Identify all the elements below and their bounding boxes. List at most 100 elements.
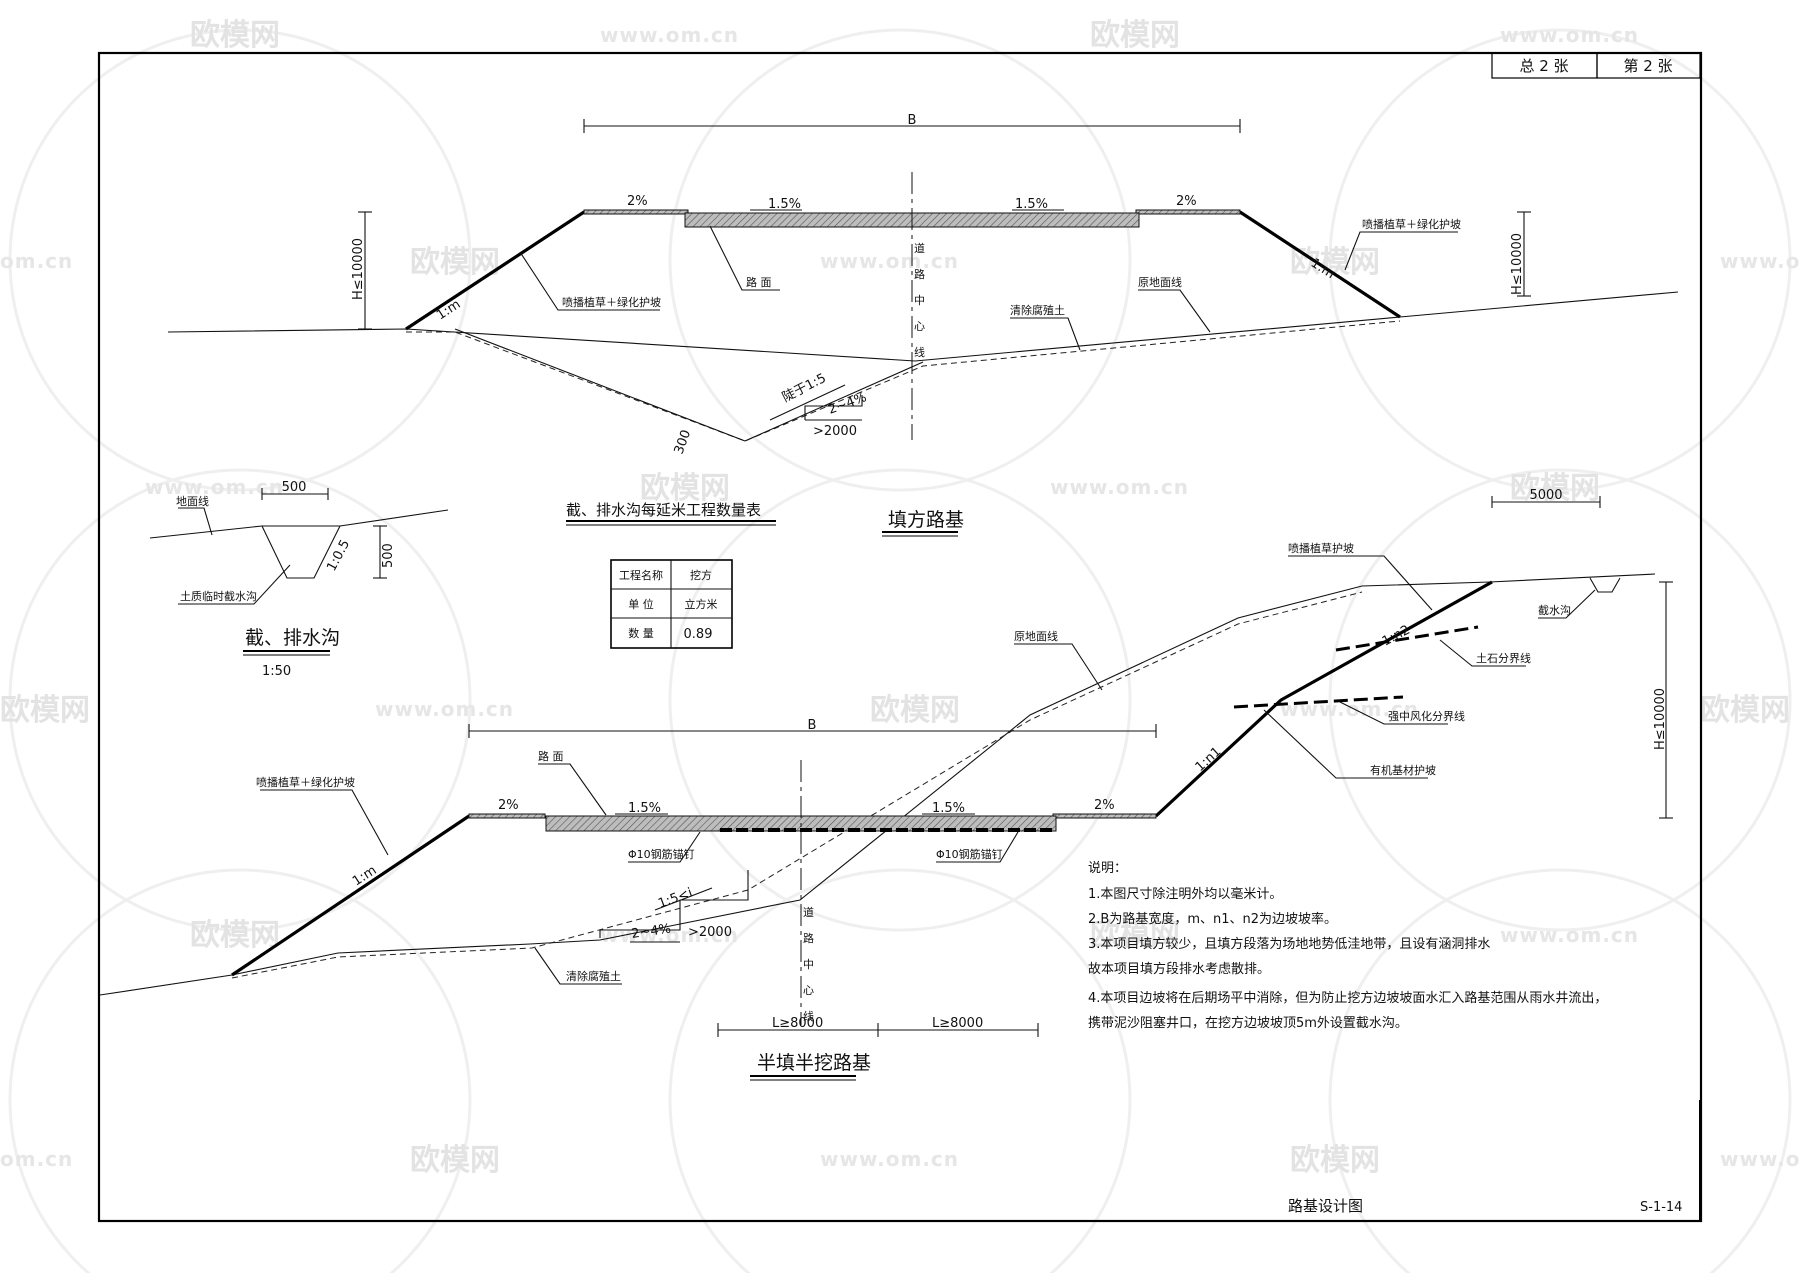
watermark-url: www.om.cn	[1050, 475, 1189, 499]
watermark-brand: 欧模网	[1290, 1143, 1380, 1178]
fill-right-lane-slope: 1.5%	[1015, 197, 1048, 212]
fill-ground-line-label: 原地面线	[1138, 275, 1182, 289]
cf-ground-line-label: 原地面线	[1014, 629, 1058, 643]
svg-text:线: 线	[803, 1009, 814, 1023]
fill-left-height: H≤10000	[351, 238, 366, 300]
cf-slope-n1: 1:n1	[1193, 744, 1225, 775]
cf-left-protection: 喷播植草＋绿化护坡	[256, 775, 355, 789]
note-line: 4.本项目边坡将在后期场平中消除，但为防止挖方边坡坡面水汇入路基范围从雨水井流出…	[1088, 990, 1607, 1006]
cf-length-right: L≥8000	[932, 1016, 983, 1031]
cf-left-shoulder-slope: 2%	[498, 798, 519, 813]
svg-text:道: 道	[914, 241, 925, 255]
watermark-brand: 欧模网	[1700, 693, 1790, 728]
note-line: 故本项目填方段排水考虑散排。	[1088, 961, 1270, 977]
cf-anchor-left: Φ10钢筋锚钉	[628, 847, 695, 861]
watermark-brand: 欧模网	[1090, 18, 1180, 53]
note-line: 携带泥沙阻塞井口，在挖方边坡坡顶5m外设置截水沟。	[1088, 1015, 1408, 1031]
svg-text:路: 路	[914, 268, 925, 281]
watermark-layer: 欧模网 欧模网 欧模网 欧模网 欧模网 欧模网 欧模网 欧模网 欧模网 欧模网 …	[0, 18, 1800, 1273]
cf-right-shoulder-slope: 2%	[1094, 798, 1115, 813]
fill-left-protection: 喷播植草＋绿化护坡	[562, 295, 661, 309]
watermark-brand: 欧模网	[0, 693, 90, 728]
svg-text:路: 路	[803, 932, 814, 945]
cf-step-width: >2000	[688, 925, 732, 940]
qty-table-title: 截、排水沟每延米工程数量表	[566, 501, 761, 519]
watermark-url: www.om.cn	[600, 23, 739, 47]
sheet-number: 第 2 张	[1623, 57, 1672, 75]
svg-text:中: 中	[803, 958, 814, 971]
cf-slope-n2: 1:n2	[1380, 623, 1413, 650]
cut-fill-section: B 1:5<i 2~4% >2000 2% 2% 1.5% 1.5% 1:m 1…	[99, 488, 1673, 1081]
fill-step-slope: 陡于1:5	[780, 371, 829, 406]
watermark-brand: 欧模网	[1510, 471, 1600, 506]
cf-height: H≤10000	[1653, 688, 1668, 750]
ditch-slope: 1:0.5	[324, 537, 353, 573]
ditch-title: 截、排水沟	[245, 627, 340, 649]
watermark-url: www.om.cn	[1500, 23, 1639, 47]
cf-right-lane-slope: 1.5%	[932, 801, 965, 816]
fill-left-slope-ratio: 1:m	[434, 297, 463, 323]
cf-step-grade: 2~4%	[630, 922, 671, 942]
notes-heading: 说明：	[1088, 861, 1127, 876]
cf-soil-rock-boundary: 土石分界线	[1476, 651, 1531, 665]
note-line: 2.B为路基宽度，m、n1、n2为边坡坡率。	[1088, 911, 1337, 927]
note-line: 1.本图尺寸除注明外均以毫米计。	[1088, 886, 1282, 902]
note-line: 3.本项目填方较少，且填方段落为场地地势低洼地带，且设有涵洞排水	[1088, 936, 1490, 952]
svg-text:线: 线	[914, 345, 925, 359]
cf-width-label: B	[808, 718, 817, 733]
fill-step-width: >2000	[813, 424, 857, 439]
fill-right-height: H≤10000	[1510, 233, 1525, 295]
qty-cell: 立方米	[685, 597, 718, 611]
watermark-brand: 欧模网	[190, 918, 280, 953]
watermark-brand: 欧模网	[870, 693, 960, 728]
quantity-table: 截、排水沟每延米工程数量表 工程名称 挖方 单 位 立方米 数 量 0.89	[566, 501, 776, 649]
watermark-url: www.om.cn	[1720, 249, 1800, 273]
qty-cell: 0.89	[684, 627, 713, 642]
ditch-detail: 500 500 1:0.5 地面线 土质临时截水沟 截、排水沟 1:50	[149, 480, 449, 679]
watermark-brand: 欧模网	[410, 1143, 500, 1178]
total-sheets: 总 2 张	[1519, 57, 1568, 75]
fill-section-title: 填方路基	[888, 509, 964, 531]
sheet-count-box: 总 2 张 第 2 张	[1491, 52, 1701, 79]
qty-cell: 工程名称	[619, 568, 663, 582]
cf-section-title: 半填半挖路基	[757, 1052, 871, 1074]
fill-left-lane-slope: 1.5%	[768, 197, 801, 212]
svg-text:心: 心	[914, 320, 925, 333]
qty-cell: 数 量	[628, 627, 654, 640]
cf-intercept-ditch: 截水沟	[1538, 603, 1571, 617]
fill-width-label: B	[908, 113, 917, 128]
drawing-title: 路基设计图	[1288, 1197, 1363, 1215]
ditch-scale: 1:50	[262, 664, 291, 679]
cf-length-left: L≥8000	[772, 1016, 823, 1031]
fill-depth: 300	[672, 428, 695, 456]
ditch-depth: 500	[381, 543, 396, 568]
svg-text:心: 心	[803, 984, 814, 997]
watermark-url: www.om.cn	[820, 1147, 959, 1171]
cf-centerline-label: 道 路 中 心 线	[803, 905, 814, 1023]
cf-anchor-right: Φ10钢筋锚钉	[936, 847, 1003, 861]
svg-text:中: 中	[914, 294, 925, 307]
cf-weathering-boundary: 强中风化分界线	[1388, 709, 1465, 723]
cf-organic-protection: 有机基材护坡	[1370, 763, 1436, 777]
qty-cell: 单 位	[628, 597, 654, 611]
watermark-url: www.om.cn	[145, 475, 284, 499]
watermark-url-partial: om.cn	[0, 249, 73, 273]
watermark-url: www.om.cn	[1500, 923, 1639, 947]
sheet-border	[97, 51, 1703, 1223]
fill-left-shoulder-slope: 2%	[627, 194, 648, 209]
cf-step-slope: 1:5<i	[656, 886, 694, 912]
notes-block: 说明： 1.本图尺寸除注明外均以毫米计。 2.B为路基宽度，m、n1、n2为边坡…	[1088, 861, 1607, 1031]
watermark-url-partial: om.cn	[0, 1147, 73, 1171]
cf-left-lane-slope: 1.5%	[628, 801, 661, 816]
watermark-brand: 欧模网	[1090, 918, 1180, 953]
watermark-brand: 欧模网	[190, 18, 280, 53]
ditch-ground-label: 地面线	[176, 494, 209, 508]
drawing-code: S-1-14	[1640, 1200, 1682, 1215]
watermark-url: www.om.cn	[1280, 697, 1419, 721]
watermark-url: www.om.cn	[820, 249, 959, 273]
fill-pavement-label: 路 面	[746, 276, 772, 289]
fill-step-grade: 2~4%	[826, 390, 869, 418]
watermark-brand: 欧模网	[410, 245, 500, 280]
watermark-url: www.om.cn	[1720, 1147, 1800, 1171]
